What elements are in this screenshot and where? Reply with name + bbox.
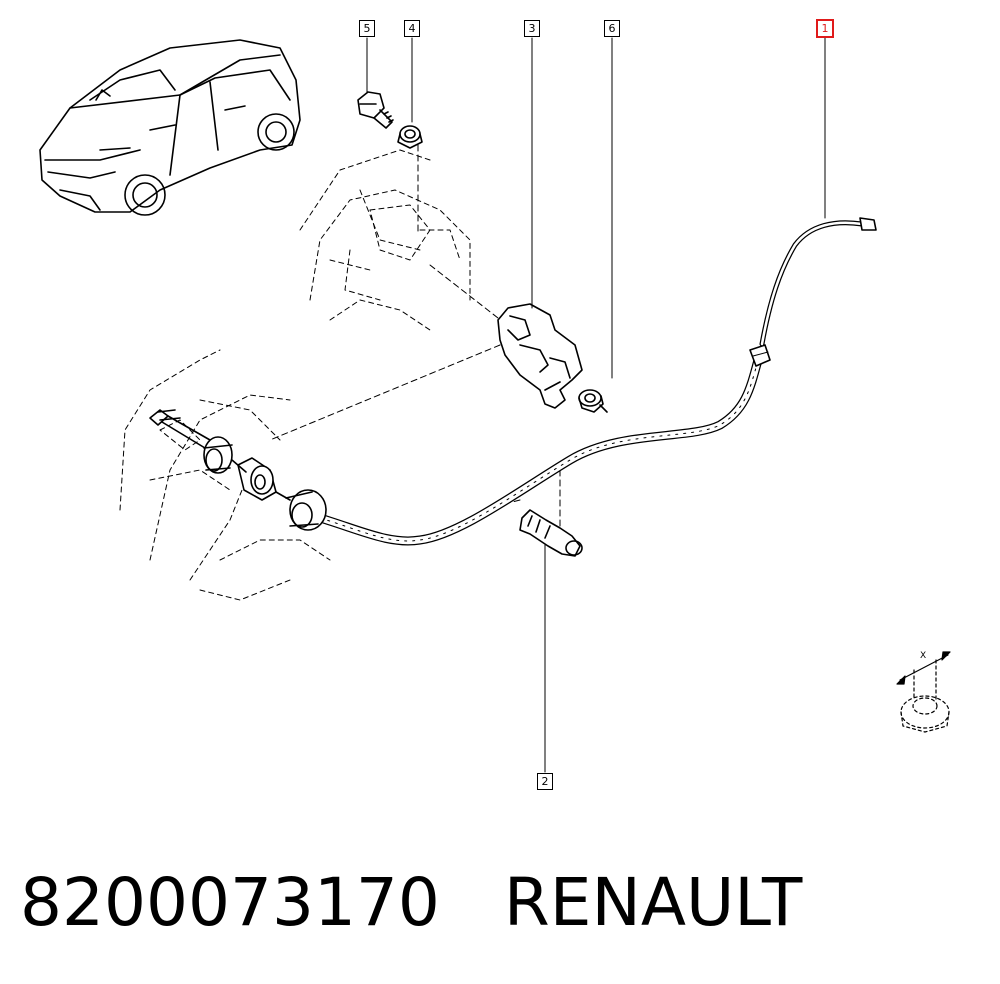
callout-3: 3 xyxy=(524,20,540,37)
callout-1-highlighted: 1 xyxy=(816,19,834,38)
car-thumbnail-illustration xyxy=(39,39,301,216)
assembly-guide-lines xyxy=(269,144,561,531)
nut-part xyxy=(578,389,608,413)
grommet-part xyxy=(397,125,423,149)
lower-gearbox-housing-outline xyxy=(119,349,331,601)
part-number: 8200073170 xyxy=(20,864,440,941)
callout-4: 4 xyxy=(404,20,420,37)
detail-x-label: X xyxy=(920,651,927,661)
callout-2: 2 xyxy=(537,773,553,790)
callout-5: 5 xyxy=(359,20,375,37)
cable-end-fittings xyxy=(149,409,327,531)
detail-x-illustration xyxy=(896,651,951,733)
upper-mounting-bracket-outline xyxy=(299,149,471,331)
bolt-part xyxy=(357,91,394,129)
cable-retainer-part xyxy=(519,509,583,557)
callout-6: 6 xyxy=(604,20,620,37)
callout-leader-lines xyxy=(366,37,826,773)
clutch-cable-part xyxy=(315,217,877,546)
clip-bracket-part xyxy=(497,303,583,409)
footer-caption: 8200073170 RENAULT xyxy=(20,858,802,948)
brand-name: RENAULT xyxy=(503,864,803,941)
